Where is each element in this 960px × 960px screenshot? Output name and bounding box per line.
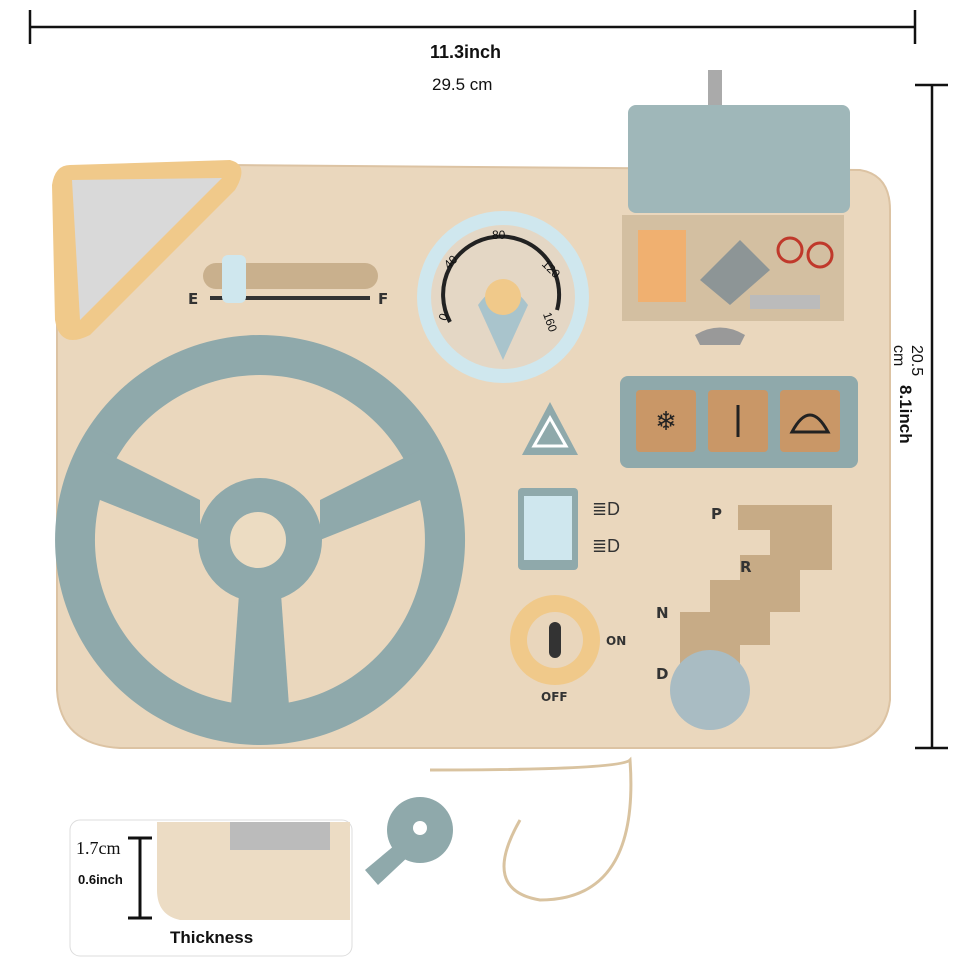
gear-n-label: N: [656, 604, 669, 622]
height-dimension-line: [915, 83, 948, 750]
wiper-button[interactable]: [780, 390, 840, 452]
high-beam-icon: ≣D: [592, 499, 620, 519]
glovebox: [622, 70, 850, 345]
thickness-cm-label: 1.7cm: [76, 838, 121, 858]
hazard-button[interactable]: [522, 402, 578, 455]
thickness-inset: [69, 819, 353, 957]
speedometer: [417, 211, 589, 383]
width-cm-label: 29.5 cm: [432, 75, 493, 94]
snowflake-icon: ❄: [655, 406, 677, 436]
ignition-off-label: OFF: [541, 690, 568, 704]
defrost-button[interactable]: [636, 390, 696, 452]
height-cm-label: 20.5 cm: [890, 345, 925, 377]
height-inch-label: 8.1inch: [896, 385, 915, 444]
thickness-label: Thickness: [170, 928, 254, 947]
headlight-switch[interactable]: ≣D ≣D: [518, 488, 620, 570]
key[interactable]: [365, 756, 633, 902]
ignition-switch[interactable]: [510, 595, 600, 685]
wiper-icon: [789, 413, 831, 434]
gear-d-label: D: [656, 665, 669, 683]
fuel-empty-label: E: [188, 290, 199, 308]
steering-wheel: [55, 335, 466, 746]
switch-panel: ❄: [620, 376, 858, 468]
ignition-on-label: ON: [606, 634, 627, 648]
gear-knob[interactable]: [670, 650, 750, 730]
low-beam-icon: ≣D: [592, 536, 620, 556]
fuel-gauge: [203, 255, 378, 303]
gear-p-label: P: [711, 505, 722, 523]
width-dimension-line: [28, 10, 917, 44]
glovebox-lid[interactable]: [628, 105, 850, 213]
thickness-inch-label: 0.6inch: [78, 872, 123, 887]
speed-tick-80: 80: [492, 228, 506, 242]
gear-shift: [670, 505, 832, 730]
fuel-full-label: F: [378, 290, 389, 308]
width-inch-label: 11.3inch: [430, 42, 502, 62]
mirror: [52, 160, 242, 340]
fuel-slider[interactable]: [222, 255, 246, 303]
gear-r-label: R: [740, 558, 752, 576]
